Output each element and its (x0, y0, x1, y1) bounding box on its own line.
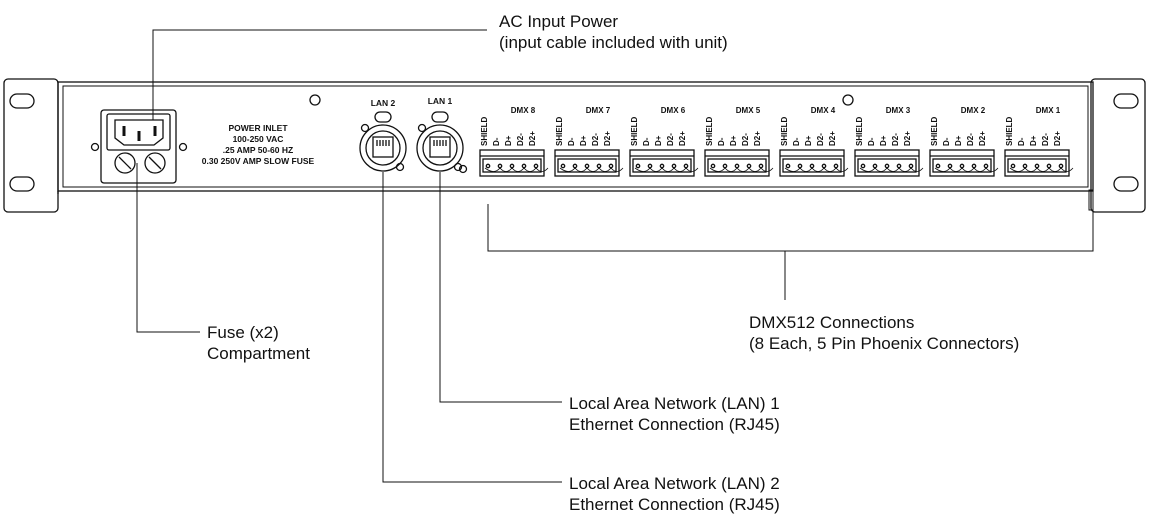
callout-line: Local Area Network (LAN) 2 (569, 474, 780, 493)
dmx-pin-label: SHIELD (480, 116, 489, 146)
dmx-pin-label: D2- (516, 133, 525, 146)
dmx-connector (704, 149, 774, 177)
dmx-pin-label: D- (567, 137, 576, 146)
dmx-label: DMX 8 (511, 106, 536, 115)
dmx-label: DMX 4 (811, 106, 836, 115)
dmx-label: DMX 2 (961, 106, 986, 115)
screw-icon (458, 164, 468, 174)
dmx-pin-label: D- (792, 137, 801, 146)
dmx-pin-label: D- (1017, 137, 1026, 146)
dmx-pin-label: SHIELD (1005, 116, 1014, 146)
power-inlet-line: 100-250 VAC (233, 134, 284, 144)
power-inlet-line: POWER INLET (228, 123, 288, 133)
dmx-pin-label: D2+ (678, 131, 687, 146)
dmx-pin-label: D- (492, 137, 501, 146)
ac-power-inlet (90, 109, 188, 184)
dmx-connector (554, 149, 624, 177)
dmx-pin-label: D2+ (528, 131, 537, 146)
dmx-pin-label: D+ (504, 135, 513, 146)
dmx-pin-label: D+ (729, 135, 738, 146)
dmx-pin-label: D+ (1029, 135, 1038, 146)
callout-line: Fuse (x2) (207, 323, 279, 342)
leader-lines (136, 29, 1094, 483)
dmx-pin-label: D2+ (603, 131, 612, 146)
dmx-pin-label: SHIELD (705, 116, 714, 146)
callout-lan2: Local Area Network (LAN) 2 Ethernet Conn… (569, 473, 780, 515)
dmx-pin-label: D2- (1041, 133, 1050, 146)
power-inlet-line: .25 AMP 50-60 HZ (223, 145, 293, 155)
dmx-pin-label: SHIELD (630, 116, 639, 146)
dmx-label: DMX 1 (1036, 106, 1061, 115)
dmx-pin-label: D+ (879, 135, 888, 146)
callout-line: DMX512 Connections (749, 313, 915, 332)
dmx-connector (1004, 149, 1074, 177)
callout-line: (8 Each, 5 Pin Phoenix Connectors) (749, 334, 1020, 353)
dmx-pin-label: D2- (816, 133, 825, 146)
dmx-label: DMX 5 (736, 106, 761, 115)
fuse-compartment (114, 152, 166, 174)
dmx-pin-label: D2- (591, 133, 600, 146)
lan-1-connector (416, 111, 464, 172)
dmx-pin-label: D2+ (1053, 131, 1062, 146)
dmx-pin-label: D- (642, 137, 651, 146)
dmx-pin-label: D2- (891, 133, 900, 146)
dmx-pin-label: D2+ (828, 131, 837, 146)
dmx-connector (854, 149, 924, 177)
lan-2-connector (359, 111, 407, 172)
dmx-pin-label: D- (942, 137, 951, 146)
dmx-pin-label: D2- (966, 133, 975, 146)
dmx-pin-label: SHIELD (930, 116, 939, 146)
callout-dmx: DMX512 Connections (8 Each, 5 Pin Phoeni… (749, 312, 1019, 354)
dmx-pin-label: SHIELD (555, 116, 564, 146)
lan-2-label: LAN 2 (371, 98, 396, 108)
chassis (57, 81, 1094, 192)
dmx-pin-label: D2+ (903, 131, 912, 146)
callout-line: (input cable included with unit) (499, 33, 728, 52)
screw-icon (309, 94, 321, 106)
callout-line: Ethernet Connection (RJ45) (569, 495, 780, 514)
callout-line: AC Input Power (499, 12, 619, 31)
dmx-label: DMX 3 (886, 106, 911, 115)
dmx-label: DMX 6 (661, 106, 686, 115)
dmx-pin-label: D- (717, 137, 726, 146)
power-inlet-label: POWER INLET 100-250 VAC .25 AMP 50-60 HZ… (202, 123, 315, 166)
dmx-label: DMX 7 (586, 106, 611, 115)
dmx-pin-label: D+ (804, 135, 813, 146)
dmx-pin-label: D2- (741, 133, 750, 146)
callout-line: Compartment (207, 344, 310, 363)
dmx-pin-label: SHIELD (780, 116, 789, 146)
dmx-connector (479, 149, 549, 177)
screw-icon (842, 94, 854, 106)
lan-1-label: LAN 1 (428, 96, 453, 106)
callout-line: Ethernet Connection (RJ45) (569, 415, 780, 434)
dmx-pin-label: D2- (666, 133, 675, 146)
dmx-pin-label: D2+ (978, 131, 987, 146)
dmx-pin-label: D+ (954, 135, 963, 146)
dmx-connector (629, 149, 699, 177)
callout-ac-power: AC Input Power (input cable included wit… (499, 11, 728, 53)
callout-line: Local Area Network (LAN) 1 (569, 394, 780, 413)
rack-ear-left (3, 78, 59, 213)
dmx-pin-label: D- (867, 137, 876, 146)
power-inlet-line: 0.30 250V AMP SLOW FUSE (202, 156, 315, 166)
rack-ear-right (1090, 78, 1146, 213)
callout-lan1: Local Area Network (LAN) 1 Ethernet Conn… (569, 393, 780, 435)
dmx-connectors (479, 149, 1074, 177)
dmx-connector (779, 149, 849, 177)
dmx-pin-label: D2+ (753, 131, 762, 146)
dmx-pin-label: D+ (579, 135, 588, 146)
dmx-pin-label: D+ (654, 135, 663, 146)
callout-fuse: Fuse (x2) Compartment (207, 322, 310, 364)
dmx-connector (929, 149, 999, 177)
dmx-pin-label: SHIELD (855, 116, 864, 146)
